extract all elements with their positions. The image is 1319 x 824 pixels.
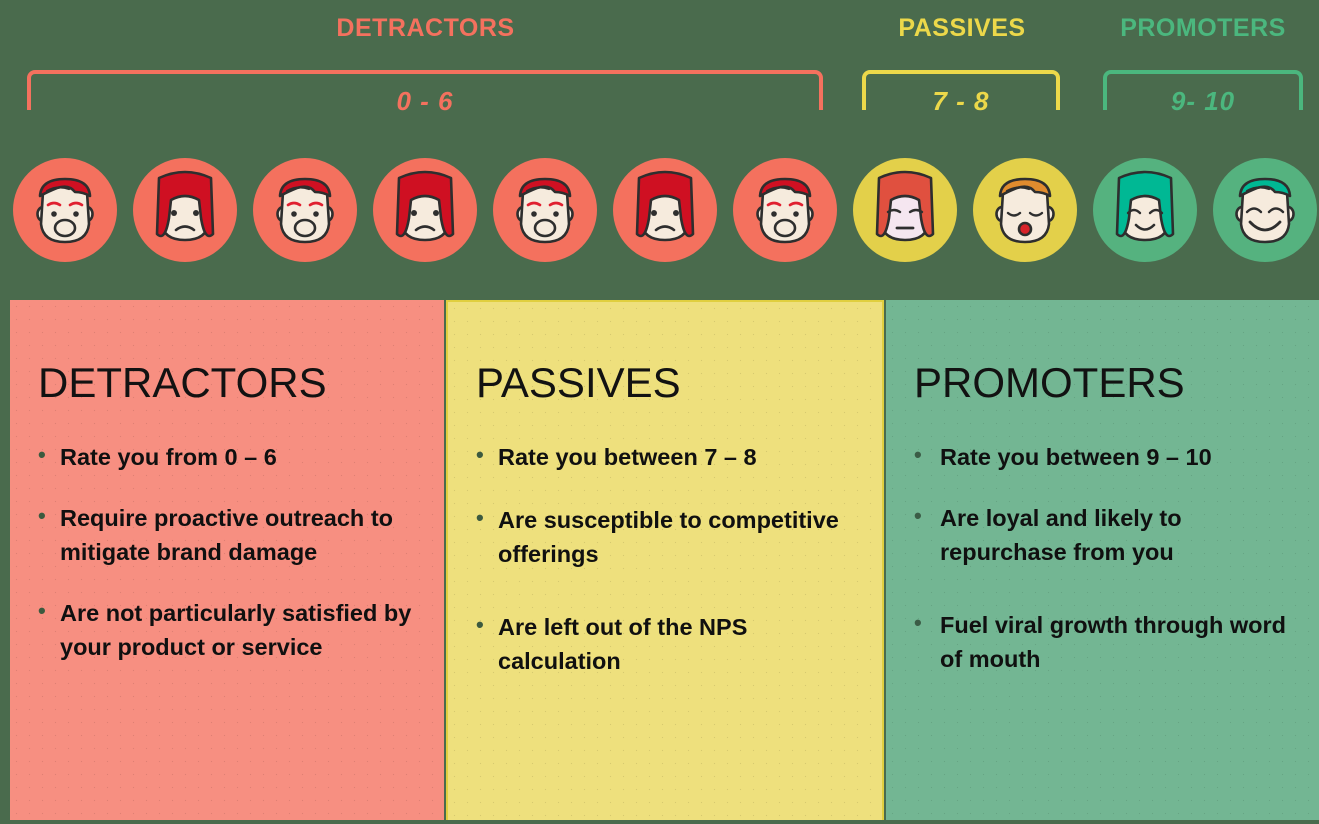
face-score-0[interactable] <box>13 158 117 262</box>
face-score-2[interactable] <box>253 158 357 262</box>
surprised-male-face-icon <box>973 158 1077 262</box>
sad-female-face-icon <box>373 158 477 262</box>
face-score-10[interactable] <box>1213 158 1317 262</box>
list-item: Rate you from 0 – 6 <box>34 439 424 475</box>
angry-male-face-icon <box>13 158 117 262</box>
list-item: Fuel viral growth through word of mouth <box>910 607 1299 677</box>
scale-title-promoters: PROMOTERS <box>1120 14 1286 42</box>
list-item: Are loyal and likely to repurchase from … <box>910 500 1299 570</box>
face-score-6[interactable] <box>733 158 837 262</box>
list-item: Require proactive outreach to mitigate b… <box>34 500 424 570</box>
sad-female-face-icon <box>613 158 717 262</box>
bracket-promoters <box>1103 70 1303 110</box>
face-score-4[interactable] <box>493 158 597 262</box>
face-score-7[interactable] <box>853 158 957 262</box>
neutral-female-face-icon <box>853 158 957 262</box>
bullet-list-promoters: Rate you between 9 – 10 Are loyal and li… <box>910 439 1299 677</box>
face-score-1[interactable] <box>133 158 237 262</box>
bullet-list-passives: Rate you between 7 – 8 Are susceptible t… <box>472 439 862 679</box>
range-label-passives: 7 - 8 <box>932 86 990 116</box>
bracket-detractors <box>27 70 823 110</box>
panel-title-passives: PASSIVES <box>476 359 681 406</box>
bracket-passives <box>862 70 1060 110</box>
sad-female-face-icon <box>133 158 237 262</box>
list-item: Rate you between 7 – 8 <box>472 439 862 475</box>
list-item: Are not particularly satisfied by your p… <box>34 595 424 665</box>
panel-title-detractors: DETRACTORS <box>38 359 327 406</box>
panel-detractors: DETRACTORS Rate you from 0 – 6 Require p… <box>10 300 444 820</box>
bullet-list-detractors: Rate you from 0 – 6 Require proactive ou… <box>34 439 424 665</box>
face-score-3[interactable] <box>373 158 477 262</box>
scale-title-passives: PASSIVES <box>898 14 1026 42</box>
angry-male-face-icon <box>253 158 357 262</box>
happy-female-face-icon <box>1093 158 1197 262</box>
scale-title-detractors: DETRACTORS <box>336 14 515 42</box>
face-score-8[interactable] <box>973 158 1077 262</box>
range-label-promoters: 9- 10 <box>1170 86 1236 116</box>
list-item: Are left out of the NPS calculation <box>472 609 862 679</box>
list-item: Are susceptible to competitive offerings <box>472 502 862 572</box>
panel-passives: PASSIVES Rate you between 7 – 8 Are susc… <box>446 300 884 820</box>
range-label-detractors: 0 - 6 <box>396 86 454 116</box>
angry-male-face-icon <box>493 158 597 262</box>
panel-promoters: PROMOTERS Rate you between 9 – 10 Are lo… <box>886 300 1319 820</box>
list-item: Rate you between 9 – 10 <box>910 439 1299 475</box>
nps-panels-section: DETRACTORS Rate you from 0 – 6 Require p… <box>0 300 1319 824</box>
face-score-5[interactable] <box>613 158 717 262</box>
face-score-9[interactable] <box>1093 158 1197 262</box>
angry-male-face-icon <box>733 158 837 262</box>
happy-male-face-icon <box>1213 158 1317 262</box>
nps-scale-section: DETRACTORS PASSIVES PROMOTERS 0 - 6 7 - … <box>0 0 1319 300</box>
panel-title-promoters: PROMOTERS <box>914 359 1185 406</box>
